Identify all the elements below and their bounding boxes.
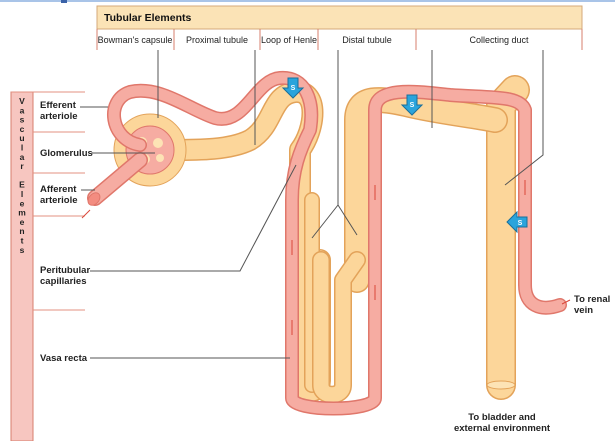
- label-to-bladder-2: external environment: [454, 423, 551, 434]
- secretion-arrow: S: [400, 94, 424, 116]
- sidebar-title-letter: V: [19, 96, 25, 106]
- label-afferent-arteriole: Afferent: [40, 184, 77, 195]
- sidebar-title-letter: a: [20, 152, 25, 162]
- label-vasa-recta: Vasa recta: [40, 353, 88, 364]
- secretion-label: S: [410, 102, 415, 109]
- secretion-arrow: S: [281, 77, 305, 99]
- column-proximal-tubule: Proximal tubule: [186, 35, 248, 45]
- label-to-renal-vein: To renal: [574, 294, 610, 305]
- sidebar-title-letter: s: [20, 245, 25, 255]
- sidebar-title-letter: e: [20, 217, 25, 227]
- sidebar-title-letter: l: [21, 143, 23, 153]
- sidebar-title-letter: c: [20, 124, 25, 134]
- top-edge-marker: [61, 0, 67, 3]
- column-loop-of-henle: Loop of Henle: [261, 35, 317, 45]
- column-collecting-duct: Collecting duct: [469, 35, 529, 45]
- top-edge: [0, 0, 615, 2]
- sidebar-title-letter: e: [20, 198, 25, 208]
- sidebar-title-letter: a: [20, 105, 25, 115]
- label-to-bladder: To bladder and: [468, 412, 536, 423]
- label-afferent-arteriole-2: arteriole: [40, 195, 78, 206]
- secretion-label: S: [291, 85, 296, 92]
- sidebar-title-letter: n: [19, 226, 24, 236]
- sidebar-title-letter: u: [19, 133, 24, 143]
- label-to-renal-vein-2: vein: [574, 305, 593, 316]
- label-glomerulus: Glomerulus: [40, 148, 93, 159]
- sidebar-title-letter: r: [20, 161, 24, 171]
- label-efferent-arteriole-2: arteriole: [40, 111, 78, 122]
- sidebar-title-letter: s: [20, 115, 25, 125]
- secretion-arrow: S: [506, 210, 528, 234]
- sidebar-title-letter: E: [19, 180, 25, 190]
- sidebar-title-letter: l: [21, 189, 23, 199]
- column-distal-tubule: Distal tubule: [342, 35, 392, 45]
- leader-lines: [80, 50, 544, 359]
- label-peritubular-capillaries-2: capillaries: [40, 276, 86, 287]
- sidebar-title-letter: t: [21, 236, 24, 246]
- collecting-duct: [486, 75, 530, 400]
- renal-tubule: [159, 81, 508, 404]
- label-peritubular-capillaries: Peritubular: [40, 265, 90, 276]
- secretion-label: S: [518, 220, 523, 227]
- tubular-elements-header: Tubular Elements Bowman's capsule Proxim…: [96, 5, 583, 50]
- sidebar-title-letter: m: [18, 208, 26, 218]
- header-title: Tubular Elements: [104, 12, 191, 24]
- column-bowmans-capsule: Bowman's capsule: [98, 35, 173, 45]
- blood-vessels: [81, 70, 571, 416]
- label-efferent-arteriole: Efferent: [40, 100, 77, 111]
